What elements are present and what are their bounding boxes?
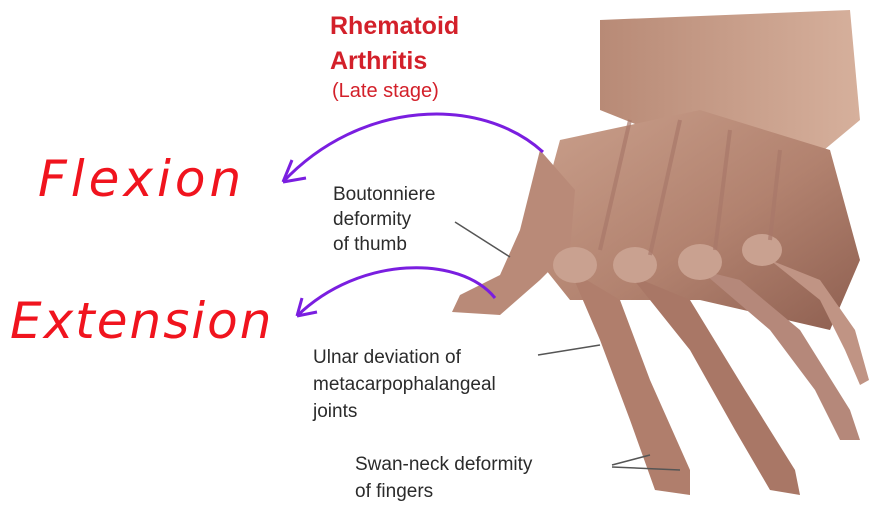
flexion-annotation: Flexion [38, 150, 245, 208]
swan-neck-label-line-2: of fingers [355, 479, 433, 504]
ulnar-label-line-1: Ulnar deviation of [313, 345, 461, 370]
ulnar-leader [538, 345, 600, 355]
title-line-2: Arthritis [330, 47, 427, 75]
flexion-arrow [283, 114, 543, 182]
title-subtitle: (Late stage) [332, 80, 439, 103]
ulnar-label-line-3: joints [313, 399, 357, 424]
extension-annotation: Extension [10, 292, 273, 350]
boutonniere-leader [455, 222, 510, 257]
boutonniere-label-line-3: of thumb [333, 232, 407, 257]
ulnar-label-line-2: metacarpophalangeal [313, 372, 496, 397]
knuckle [553, 247, 597, 283]
boutonniere-label-line-1: Boutonniere [333, 182, 435, 207]
title-line-1: Rhematoid [330, 12, 459, 40]
knuckle [742, 234, 782, 266]
swan-neck-label-line-1: Swan-neck deformity [355, 452, 532, 477]
boutonniere-label-line-2: deformity [333, 207, 411, 232]
